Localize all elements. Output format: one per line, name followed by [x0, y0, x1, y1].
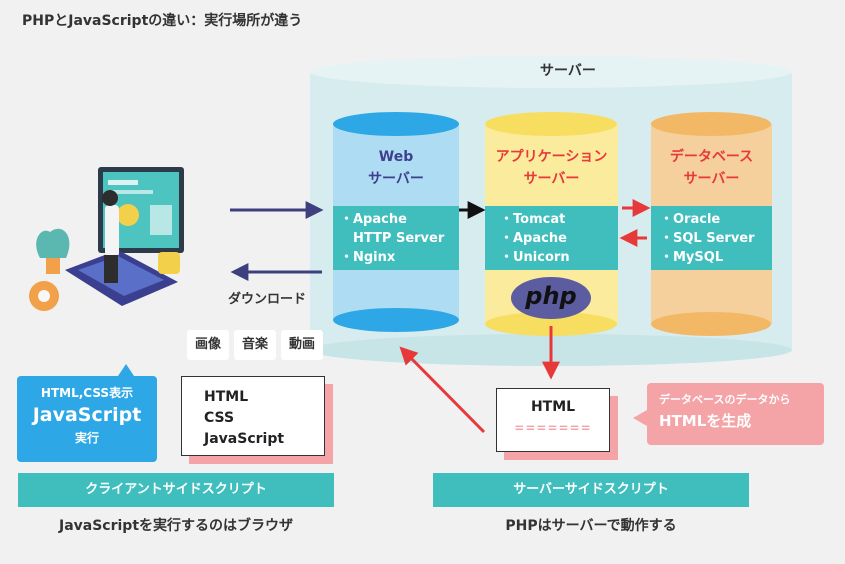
app-server-title-line2: サーバー: [523, 171, 580, 187]
server-doc-title: HTML: [530, 399, 576, 415]
db-server-title-line1: データベース: [669, 149, 754, 165]
client-bubble-pointer: [118, 364, 134, 376]
client-doc-item: JavaScript: [204, 431, 285, 447]
db-server-list: ・Oracle ・SQL Server ・MySQL: [660, 210, 770, 267]
server-doc-dashes: =======: [514, 421, 592, 435]
image-tag: 画像: [187, 330, 229, 360]
server-caption: PHPはサーバーで動作する: [505, 518, 677, 534]
php-logo-text: php: [525, 282, 577, 310]
db-server-cylinder: [651, 112, 772, 336]
computer-user-illustration: [29, 167, 184, 311]
web-server-title-line1: Web: [378, 149, 414, 165]
list-item: ・Tomcat: [500, 212, 566, 227]
list-item: ・SQL Server: [660, 231, 755, 246]
client-doc-item: CSS: [204, 410, 235, 426]
page-title: PHPとJavaScriptの違い：実行場所が違う: [22, 13, 303, 29]
client-bubble-line1: HTML,CSS表示: [40, 386, 134, 400]
list-item: ・Oracle: [660, 212, 721, 227]
html-to-server-arrow: [399, 346, 486, 434]
client-caption: JavaScriptを実行するのはブラウザ: [58, 518, 294, 534]
list-item: ・Unicorn: [500, 250, 570, 265]
web-server-list: ・Apache HTTP Server ・Nginx: [340, 210, 458, 267]
php-logo: [511, 277, 591, 319]
client-side-bar: クライアントサイドスクリプト: [18, 473, 334, 507]
pink-note: データベースのデータから HTMLを生成: [647, 383, 824, 445]
list-item: ・Apache: [500, 231, 567, 246]
list-item: ・MySQL: [660, 250, 724, 265]
list-item: HTTP Server: [353, 231, 445, 246]
music-tag: 音楽: [234, 330, 276, 360]
pink-note-line2: HTMLを生成: [659, 412, 752, 430]
list-item: ・Nginx: [340, 250, 396, 265]
pink-note-line1: データベースのデータから: [659, 393, 791, 406]
app-server-list: ・Tomcat ・Apache ・Unicorn: [500, 210, 610, 267]
web-server-title-line2: サーバー: [368, 171, 424, 187]
list-item: ・Apache: [340, 212, 407, 227]
app-server-title-line1: アプリケーション: [495, 149, 608, 165]
pink-note-pointer: [633, 410, 647, 426]
db-server-title-line2: サーバー: [683, 171, 740, 187]
client-doc-item: HTML: [204, 389, 249, 405]
server-label: サーバー: [540, 63, 596, 79]
client-bubble: HTML,CSS表示 JavaScript 実行: [17, 376, 157, 462]
web-server-title: Web サーバー: [333, 146, 459, 190]
server-side-bar: サーバーサイドスクリプト: [433, 473, 749, 507]
app-server-title: アプリケーション サーバー: [485, 146, 618, 190]
download-label: ダウンロード: [228, 292, 307, 307]
db-server-title: データベース サーバー: [651, 146, 772, 190]
video-tag: 動画: [281, 330, 323, 360]
client-bubble-line2: JavaScript: [32, 404, 142, 426]
server-doc: HTML =======: [496, 388, 610, 452]
app-server-cylinder: [485, 112, 618, 336]
web-server-cylinder: [333, 112, 459, 332]
client-doc: HTML CSS JavaScript: [181, 376, 325, 456]
client-bubble-line3: 実行: [74, 431, 99, 445]
